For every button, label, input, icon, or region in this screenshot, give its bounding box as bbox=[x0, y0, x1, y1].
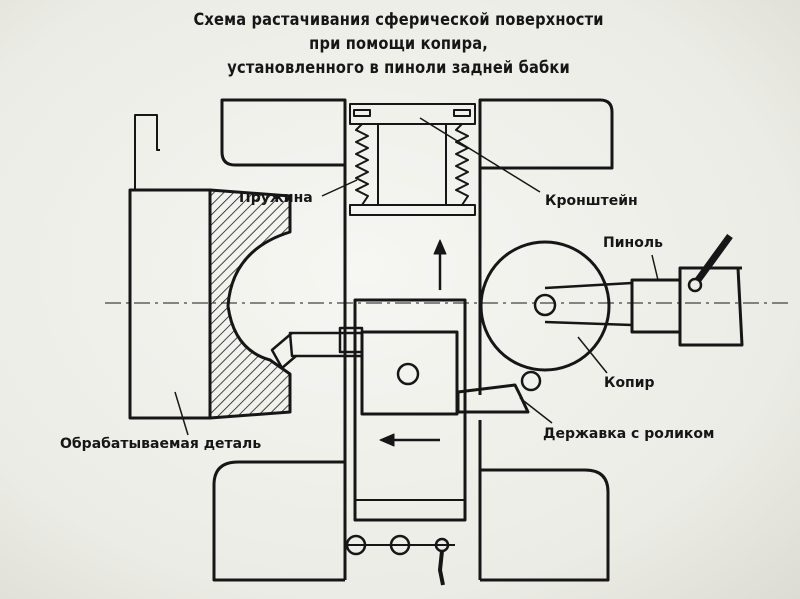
handwheel-knob-1 bbox=[345, 534, 367, 556]
feed-arrow-up-head bbox=[433, 239, 447, 255]
cross-slide-box bbox=[353, 298, 467, 522]
carriage-frame-bottom-left bbox=[212, 460, 345, 582]
carriage-frame bbox=[220, 98, 347, 167]
spring-right bbox=[455, 123, 469, 206]
tailstock-lock-lever bbox=[695, 233, 733, 283]
label-spring: Пружина bbox=[239, 190, 313, 206]
workpiece-flange bbox=[128, 188, 212, 420]
tool-post-center-bolt bbox=[396, 362, 420, 386]
carriage-frame-bottom-right bbox=[480, 468, 610, 582]
label-bracket: Кронштейн bbox=[545, 193, 638, 209]
roller bbox=[520, 370, 542, 392]
diagram-title-line-3: установленного в пиноли задней бабки bbox=[227, 58, 570, 78]
carriage-frame-right-top bbox=[478, 98, 614, 170]
copier-arm-pin bbox=[533, 293, 557, 317]
workpiece-stem bbox=[134, 114, 160, 190]
spring-left bbox=[355, 123, 369, 206]
tailstock-housing bbox=[678, 266, 744, 347]
bracket-block bbox=[349, 103, 476, 125]
bracket-plate bbox=[349, 204, 476, 216]
feed-arrow-left-head bbox=[379, 433, 395, 447]
tailstock-lock-knob bbox=[687, 277, 703, 293]
handwheel-knob-2 bbox=[389, 534, 411, 556]
copier-arm bbox=[544, 281, 634, 327]
quill-body bbox=[630, 278, 682, 334]
spring-left-cap bbox=[353, 109, 371, 117]
label-quill: Пиноль bbox=[603, 235, 663, 251]
cutting-tool-tip bbox=[270, 332, 297, 370]
label-holder: Державка с роликом bbox=[543, 426, 715, 442]
leader-workpiece bbox=[174, 391, 189, 436]
tool-post-plate bbox=[360, 330, 459, 416]
spring-right-cap bbox=[453, 109, 471, 117]
leader-copier bbox=[577, 336, 608, 374]
leader-quill bbox=[651, 254, 659, 281]
workpiece-spherical-hatched bbox=[208, 188, 292, 420]
roller-holder-arm bbox=[456, 383, 530, 414]
diagram-title-line-2: при помощи копира, bbox=[309, 34, 489, 54]
boring-bar bbox=[288, 331, 364, 358]
label-workpiece: Обрабатываемая деталь bbox=[60, 436, 261, 452]
leader-holder bbox=[519, 397, 553, 424]
diagram-title-line-1: Схема растачивания сферической поверхнос… bbox=[193, 10, 604, 30]
leader-bracket bbox=[419, 117, 541, 193]
tool-clamp bbox=[338, 326, 364, 354]
label-copier: Копир bbox=[604, 375, 655, 391]
leader-spring bbox=[321, 179, 358, 197]
handwheel-handle bbox=[438, 550, 445, 586]
copier-disc bbox=[479, 240, 611, 372]
